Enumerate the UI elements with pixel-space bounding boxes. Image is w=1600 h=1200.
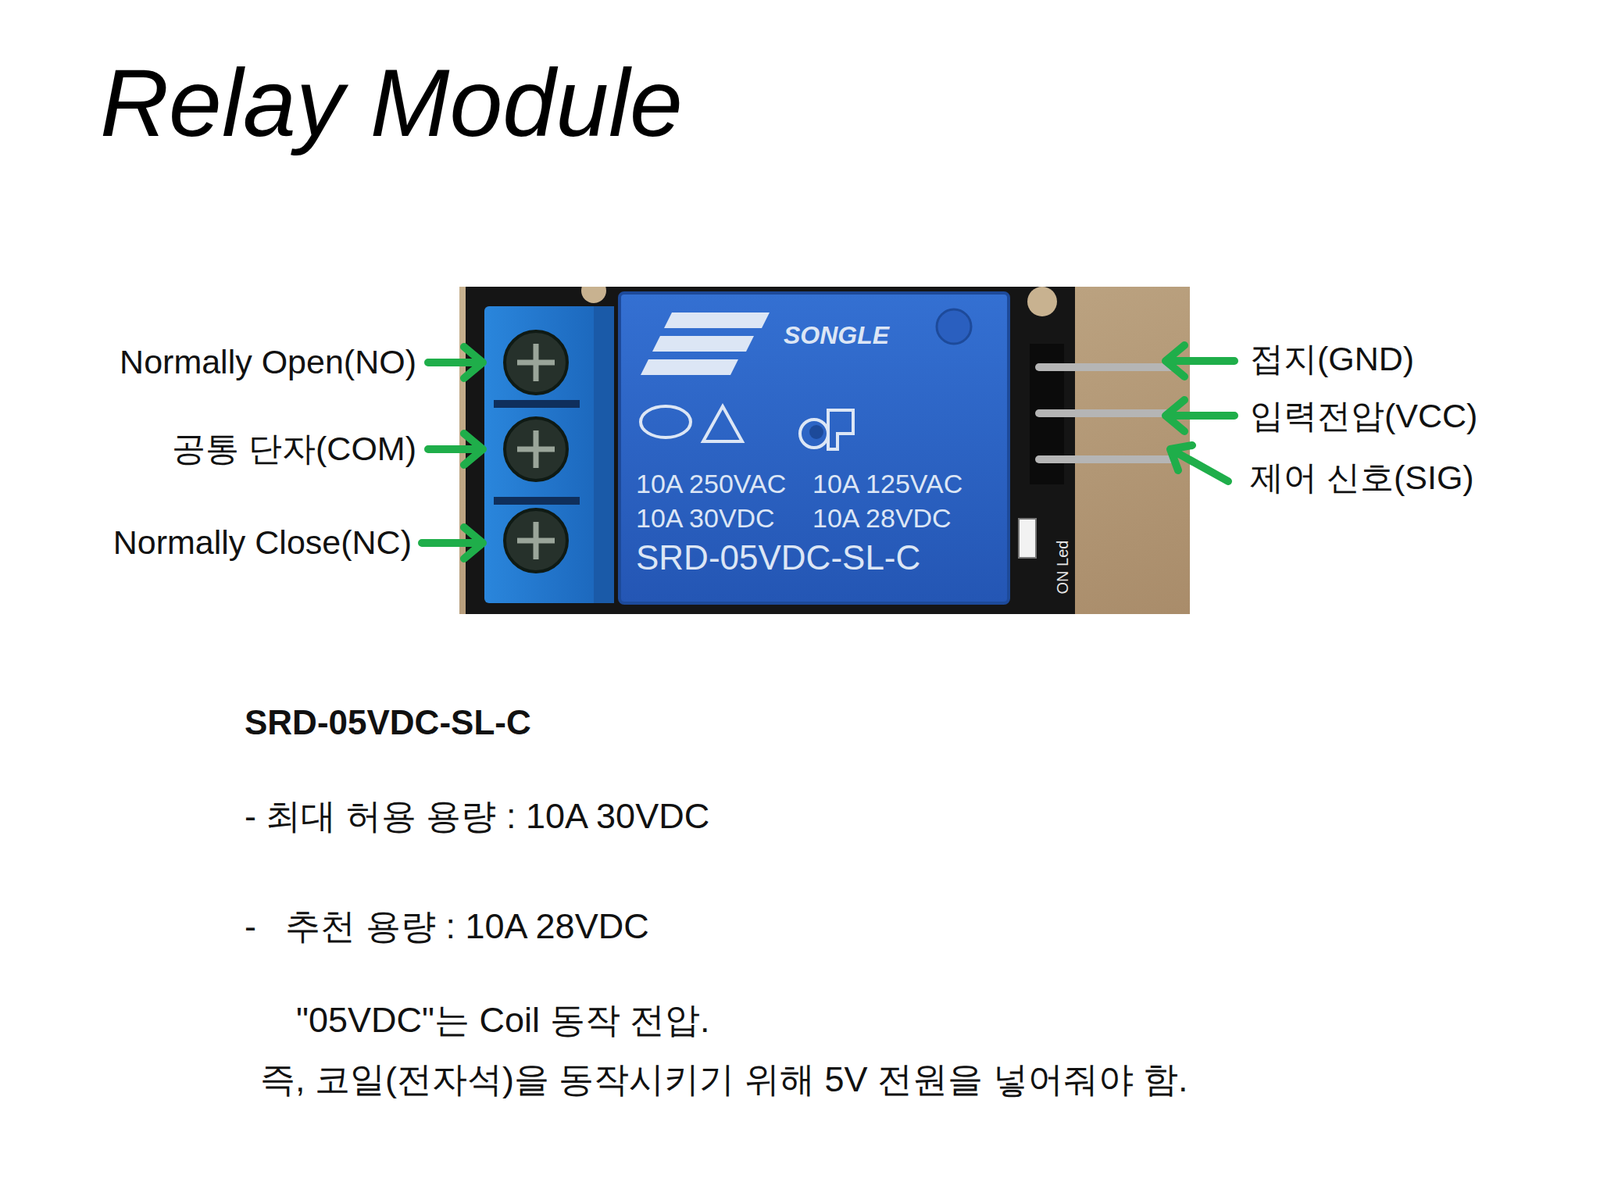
songle-logo — [640, 312, 770, 375]
spec-note: - 최대 허용 용량 : 10A 30VDC — [244, 796, 710, 837]
pointer-arrows — [1165, 345, 1235, 377]
terminal-screw — [517, 343, 555, 382]
terminal-screw — [504, 509, 568, 572]
relay-photo — [459, 286, 1190, 615]
model-marking: SRD-05VDC-SL-C — [635, 538, 921, 579]
wood-ground — [459, 286, 1190, 615]
terminal-screw — [517, 430, 555, 468]
cert-logos — [828, 410, 854, 450]
header-pins — [1039, 455, 1172, 464]
rating-marking: 10A 30VDC — [635, 503, 775, 534]
model-heading: SRD-05VDC-SL-C — [244, 703, 532, 743]
pin-label: 입력전압(VCC) — [1250, 396, 1478, 436]
status-led — [1018, 518, 1036, 558]
spec-note: - 추천 용량 : 10A 28VDC — [244, 906, 650, 947]
terminal-label: 공통 단자(COM) — [171, 429, 417, 468]
songle-logo — [640, 359, 739, 375]
pin-label: 제어 신호(SIG) — [1250, 458, 1475, 497]
terminal-label: Normally Close(NC) — [113, 523, 412, 562]
pointer-arrows — [421, 527, 483, 559]
terminal-label: Normally Open(NO) — [119, 342, 417, 382]
terminal-screw — [504, 331, 568, 394]
relay-body — [619, 292, 1009, 604]
slide-title: Relay Module — [100, 48, 683, 158]
header-pins — [1039, 409, 1172, 418]
relay-vent — [936, 309, 972, 344]
relay-dot — [809, 425, 824, 440]
pointer-arrows — [428, 346, 483, 379]
pointer-arrows — [428, 433, 483, 465]
terminal-screw — [517, 521, 555, 560]
songle-logo — [652, 335, 754, 352]
cert-logos — [800, 419, 829, 448]
spec-note: 즉, 코일(전자석)을 동작시키기 위해 5V 전원을 넣어줘야 함. — [260, 1059, 1189, 1100]
terminal-side — [593, 306, 615, 604]
terminal-divider — [493, 496, 580, 505]
pointer-arrows — [1170, 445, 1229, 482]
rating-marking: 10A 125VAC — [812, 468, 963, 500]
rating-marking: 10A 250VAC — [635, 468, 786, 500]
songle-logo — [664, 312, 770, 329]
pointer-arrows — [1165, 400, 1235, 432]
brand-marking: SONGLE — [783, 321, 890, 350]
header-pins — [1039, 367, 1172, 460]
spec-note: "05VDC"는 Coil 동작 전압. — [296, 1000, 711, 1041]
cert-logos — [703, 406, 743, 442]
terminal-screw — [504, 417, 568, 481]
pcb-board — [465, 286, 1075, 615]
cert-logos — [640, 406, 854, 450]
cert-logos — [640, 406, 691, 438]
led-marking: ON Led — [1053, 540, 1072, 595]
terminal-screw — [504, 331, 568, 394]
mount-hole — [581, 286, 607, 304]
terminal-screw — [504, 509, 568, 572]
terminal-block — [484, 306, 615, 604]
rating-marking: 10A 28VDC — [812, 503, 952, 534]
mount-hole — [1027, 286, 1058, 317]
terminal-divider — [493, 400, 580, 408]
pin-label: 접지(GND) — [1250, 339, 1415, 379]
terminal-screw — [504, 417, 568, 481]
pointer-arrows — [421, 345, 1235, 559]
header-pins — [1039, 363, 1172, 372]
